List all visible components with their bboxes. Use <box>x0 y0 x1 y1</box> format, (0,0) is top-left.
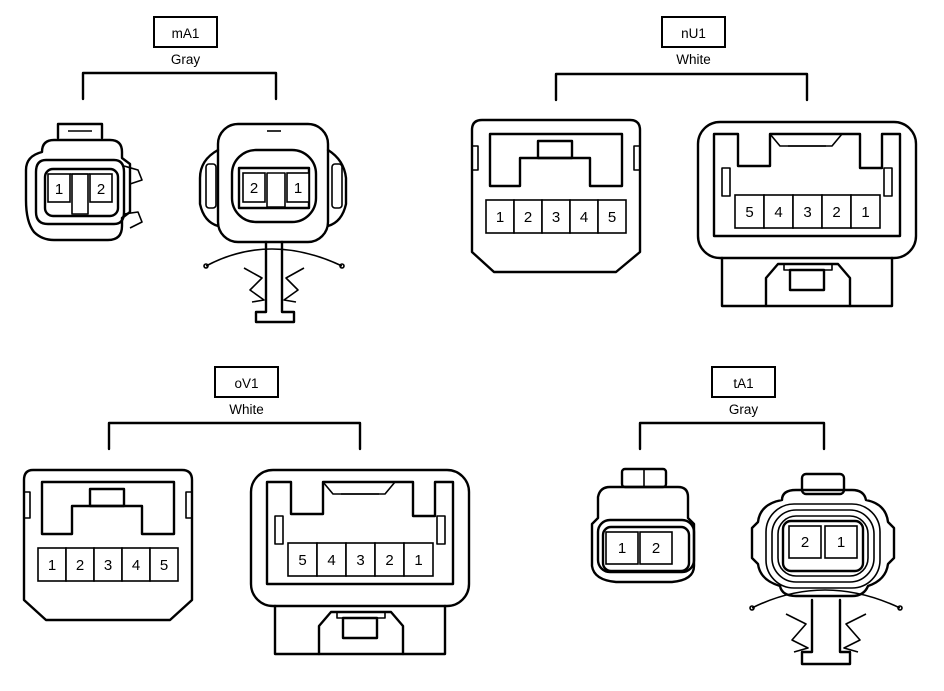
pair-bracket <box>81 71 278 101</box>
code-box <box>711 366 776 398</box>
code-box <box>214 366 279 398</box>
pair-bracket <box>638 421 826 451</box>
connector-group-tA1: tA1 Gray 1 2 2 1 <box>590 366 903 666</box>
connector-color: Gray <box>729 402 759 417</box>
pin-label: 5 <box>608 209 616 226</box>
connector-color: Gray <box>171 52 201 67</box>
pin-label: 4 <box>580 209 588 226</box>
pin-label: 5 <box>160 557 168 574</box>
pair-bracket <box>554 72 809 102</box>
connector-view-female: 2 1 <box>749 472 903 666</box>
connector-view-female: 5 4 3 2 1 <box>249 468 471 656</box>
pin-label: 4 <box>132 557 140 574</box>
code-box <box>661 16 726 48</box>
pin-label: 2 <box>652 540 660 557</box>
connector-code: tA1 <box>733 376 753 391</box>
pin-label: 1 <box>861 204 869 221</box>
connector-color: White <box>676 52 711 67</box>
pair-bracket <box>107 421 362 451</box>
pin-label: 1 <box>837 534 845 551</box>
pin-label: 4 <box>327 552 335 569</box>
connector-view-male: 1 2 3 4 5 <box>470 118 642 274</box>
pin-label: 1 <box>55 181 63 198</box>
connector-code: oV1 <box>234 376 258 391</box>
connector-view-female: 5 4 3 2 1 <box>696 120 918 308</box>
pin-label: 5 <box>745 204 753 221</box>
connector-group-nU1: nU1 White 1 2 3 4 5 <box>470 16 918 308</box>
pin-label: 1 <box>48 557 56 574</box>
pin-label: 1 <box>496 209 504 226</box>
pin-label: 2 <box>250 180 258 197</box>
pin-label: 5 <box>298 552 306 569</box>
code-box <box>153 16 218 48</box>
pin-label: 3 <box>803 204 811 221</box>
pin-label: 2 <box>524 209 532 226</box>
pin-label: 2 <box>76 557 84 574</box>
pin-label: 2 <box>97 181 105 198</box>
pin-label: 1 <box>294 180 302 197</box>
pin-label: 3 <box>356 552 364 569</box>
connector-code: nU1 <box>681 26 706 41</box>
connector-group-oV1: oV1 White 1 2 3 4 5 <box>22 366 471 656</box>
pin-label: 1 <box>618 540 626 557</box>
connector-view-male: 1 2 3 4 5 <box>22 468 194 622</box>
connector-view-female: 2 1 <box>198 122 348 324</box>
pin-label: 2 <box>385 552 393 569</box>
pin-label: 1 <box>414 552 422 569</box>
pin-label: 2 <box>801 534 809 551</box>
connector-color: White <box>229 402 264 417</box>
pin-label: 4 <box>774 204 782 221</box>
connector-code: mA1 <box>172 26 200 41</box>
pin-label: 3 <box>104 557 112 574</box>
pin-label: 3 <box>552 209 560 226</box>
connector-view-male: 1 2 <box>24 122 143 242</box>
pin-label: 2 <box>832 204 840 221</box>
connector-group-mA1: mA1 Gray 1 2 <box>24 16 348 324</box>
connector-view-male: 1 2 <box>590 467 696 584</box>
